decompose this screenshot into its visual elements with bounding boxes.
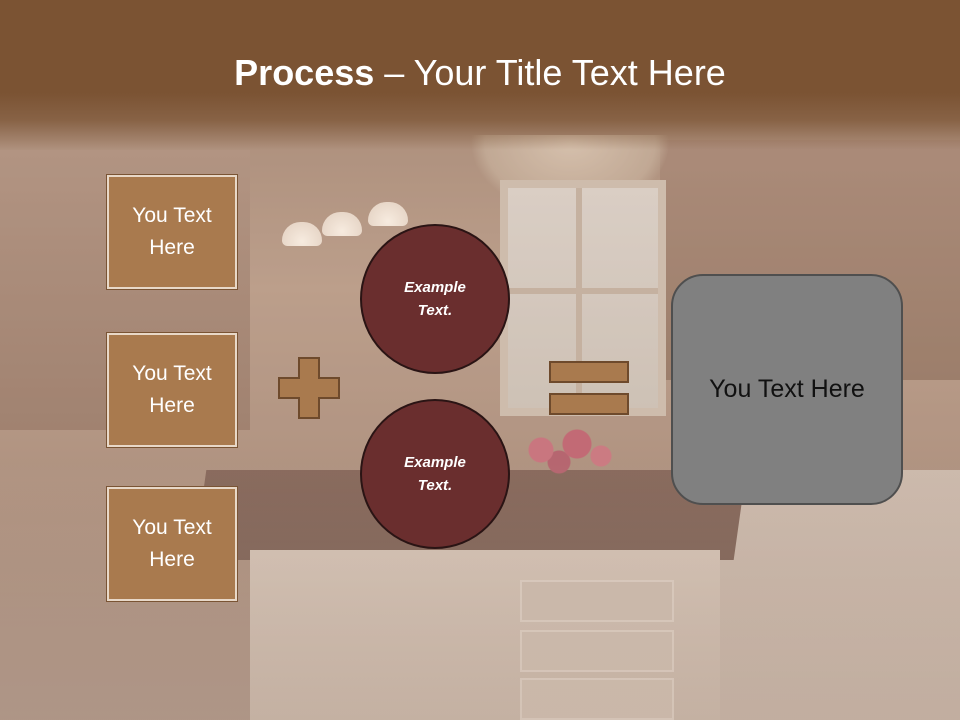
process-box-label: You Text Here xyxy=(132,362,212,417)
background-lamp xyxy=(282,222,322,246)
example-circle-label: Example Text. xyxy=(404,279,466,319)
background-flowers xyxy=(505,420,625,480)
background-lamp xyxy=(368,202,408,226)
background-lamp xyxy=(322,212,362,236)
result-box-label: You Text Here xyxy=(709,375,865,403)
example-circle-label: Example Text. xyxy=(404,454,466,494)
title-bar xyxy=(0,0,960,150)
process-box-label: You Text Here xyxy=(132,516,212,571)
process-box-2[interactable]: You Text Here xyxy=(107,333,237,447)
process-box-1[interactable]: You Text Here xyxy=(107,175,237,289)
background-island xyxy=(250,550,720,720)
process-box-3[interactable]: You Text Here xyxy=(107,487,237,601)
slide-title-rest: – Your Title Text Here xyxy=(374,52,726,93)
equals-icon[interactable] xyxy=(548,360,630,416)
example-circle-2[interactable]: Example Text. xyxy=(360,399,510,549)
plus-icon[interactable] xyxy=(277,356,341,420)
result-box[interactable]: You Text Here xyxy=(671,274,903,505)
slide-title: Process – Your Title Text Here xyxy=(0,52,960,94)
background-right-counter xyxy=(720,470,960,720)
slide-title-bold: Process xyxy=(234,52,375,93)
process-box-label: You Text Here xyxy=(132,204,212,259)
example-circle-1[interactable]: Example Text. xyxy=(360,224,510,374)
